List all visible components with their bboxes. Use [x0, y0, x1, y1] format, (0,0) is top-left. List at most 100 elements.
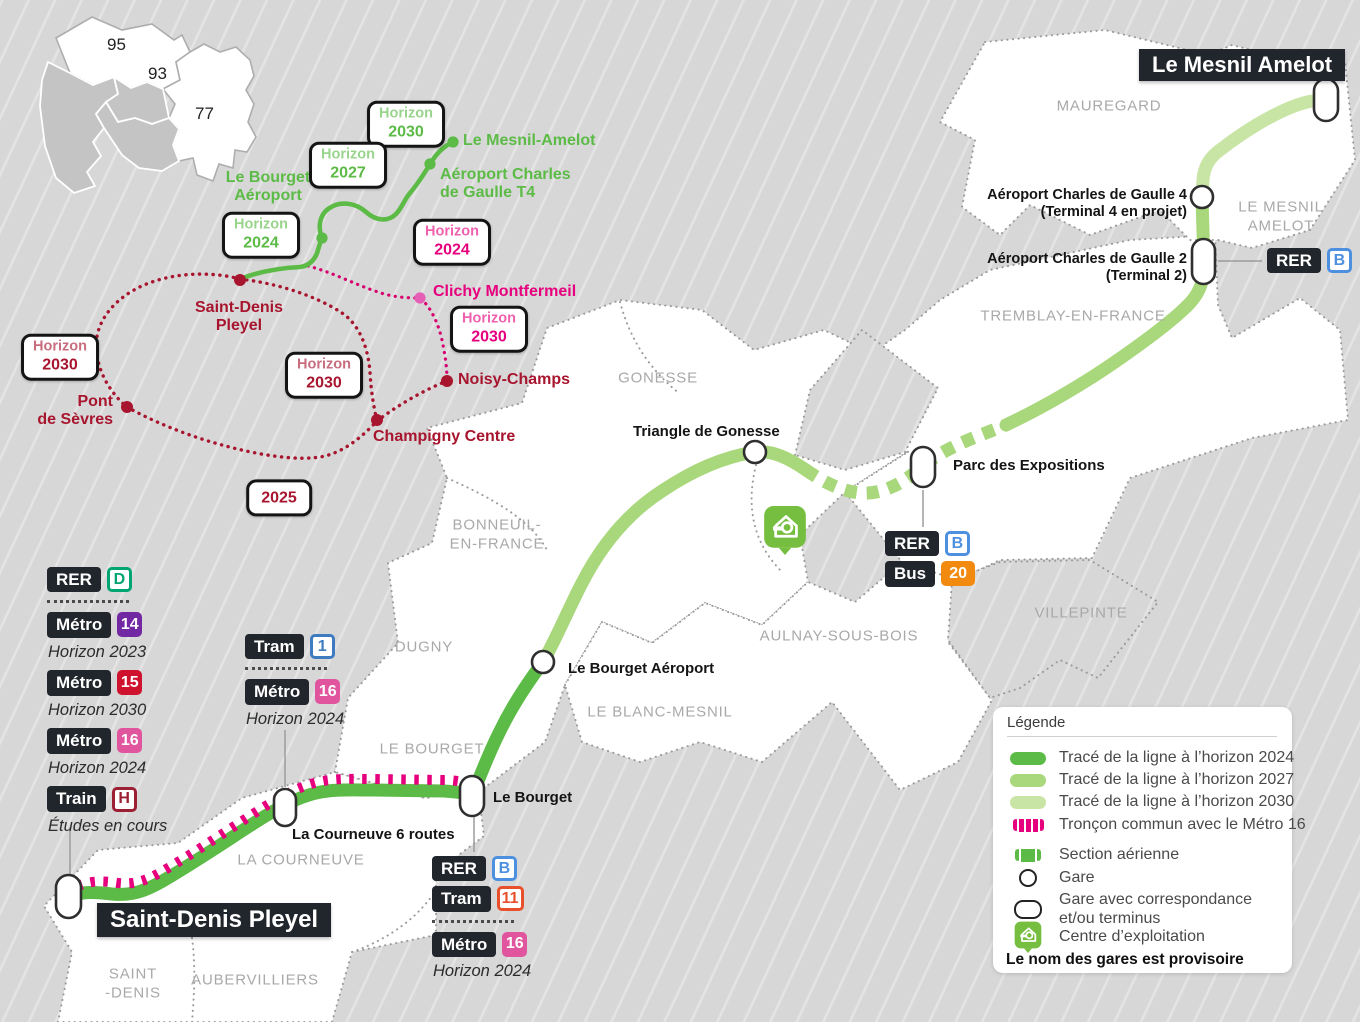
horizon-box-pink-2030: Horizon 2030: [450, 305, 528, 353]
inset-label-pont-sevres: Pont de Sèvres: [37, 393, 113, 428]
dept-93-label: 93: [148, 64, 167, 83]
dept-77-label: 77: [195, 104, 214, 123]
area-label-gonesse: GONESSE: [618, 369, 698, 387]
line-segment-2030: [1195, 93, 1333, 206]
area-label-bonneuil: BONNEUIL- EN-FRANCE: [449, 516, 545, 552]
badge-separator: [245, 667, 327, 671]
station-marker-courneuve: [272, 787, 298, 828]
badge-metro-16: Métro 16: [432, 931, 528, 957]
badge-connectors: [69, 260, 1262, 874]
badge-line-t1: 1: [309, 634, 335, 660]
badge-note-horizon-2024: Horizon 2024: [48, 758, 147, 777]
station-marker-cdg2: [1190, 237, 1217, 286]
legend-item-gare: Gare: [1007, 869, 1095, 888]
badge-line-b: B: [491, 856, 517, 882]
centre-exploitation-icon: [1014, 921, 1042, 953]
gray-patches: [793, 328, 1160, 700]
badge-line-14: 14: [117, 612, 143, 638]
area-label-aubervilliers: AUBERVILLIERS: [191, 971, 319, 989]
inset-label-champigny: Champigny Centre: [373, 428, 516, 445]
line-segment-2024: [61, 655, 550, 904]
badge-line-20: 20: [941, 561, 976, 587]
line-2027-swatch-icon: [1010, 773, 1046, 787]
dept-77-shape: [161, 43, 257, 183]
badges-saint-denis-pleyel: RER D Métro 14 Horizon 2023 Métro 15 Hor…: [47, 567, 167, 844]
badge-line-15: 15: [117, 670, 143, 696]
inset-label-mesnil: Le Mesnil-Amelot: [463, 132, 596, 149]
legend-item-2024: Tracé de la ligne à l’horizon 2024: [1007, 749, 1294, 768]
badge-metro-15: Métro 15: [47, 670, 143, 696]
station-label-cdg4: Aéroport Charles de Gaulle 4 (Terminal 4…: [987, 187, 1187, 220]
inset-dot-noisy: [441, 375, 453, 387]
station-marker-bourget-aeroport: [530, 649, 556, 675]
legend-divider: [1007, 736, 1277, 737]
line-metro16-common-ticks: [76, 773, 465, 891]
area-label-la-courneuve: LA COURNEUVE: [237, 851, 365, 869]
section-aerienne-icon: [1015, 848, 1041, 862]
inset-dot-clichy: [414, 292, 426, 304]
legend-item-2027: Tracé de la ligne à l’horizon 2027: [1007, 771, 1294, 790]
station-label-bourget: Le Bourget: [493, 789, 573, 806]
badge-note-horizon-2030: Horizon 2030: [48, 700, 147, 719]
inset-label-saint-denis: Saint-Denis Pleyel: [194, 299, 284, 334]
inset-label-clichy: Clichy Montfermeil: [433, 283, 577, 300]
region-mauregard-mesnil: [938, 28, 1357, 250]
gare-icon: [1019, 869, 1037, 888]
badge-note-horizon-2024: Horizon 2024: [433, 961, 532, 980]
station-label-cdg2: Aéroport Charles de Gaulle 2 (Terminal 2…: [987, 251, 1187, 284]
badge-metro-16: Métro 16: [47, 728, 143, 754]
legend-footnote: Le nom des gares est provisoire: [1006, 951, 1244, 968]
badges-bourget: RER B Tram 11 Métro 16 Horizon 2024: [432, 856, 531, 990]
inset-line-17: [237, 139, 456, 282]
inset-dot-champigny: [371, 414, 383, 426]
badge-separator: [432, 919, 514, 923]
station-marker-bourget: [458, 774, 486, 818]
badge-tram-1: Tram 1: [245, 634, 335, 660]
badge-rer-label: RER: [47, 567, 101, 593]
station-marker-triangle-gonesse: [742, 439, 768, 465]
station-label-parc-expositions: Parc des Expositions: [953, 457, 1105, 474]
horizon-box-green-2024: Horizon 2024: [222, 211, 300, 259]
badge-rer-b: RER B: [885, 531, 970, 557]
inset-departments: [39, 16, 257, 195]
inset-station-dots: [121, 136, 459, 426]
badge-metro-16: Métro 16: [245, 679, 341, 705]
inset-dot-bourget-aeroport: [316, 232, 328, 244]
legend-item-centre: Centre d’exploitation: [1007, 921, 1205, 953]
station-label-courneuve: La Courneuve 6 routes: [292, 826, 455, 843]
badge-note-horizon-2024: Horizon 2024: [246, 709, 345, 728]
station-marker-saint-denis-pleyel: [54, 873, 83, 920]
inset-label-noisy: Noisy-Champs: [458, 371, 571, 388]
horizon-box-red-2030-left: Horizon 2030: [21, 333, 99, 381]
inset-dot-saint-denis: [234, 274, 246, 286]
area-label-saint-denis: SAINT -DENIS: [105, 965, 161, 1001]
inset-label-cdg-t4: Aéroport Charles de Gaulle T4: [440, 166, 571, 201]
horizon-box-2025: 2025: [246, 479, 312, 517]
inset-label-bourget-aeroport: Le Bourget Aéroport: [225, 169, 311, 204]
horizon-box-red-2030-mid: Horizon 2030: [285, 351, 363, 399]
area-label-villepinte: VILLEPINTE: [1034, 604, 1128, 622]
inset-line-15: [94, 272, 449, 460]
legend-item-2030: Tracé de la ligne à l’horizon 2030: [1007, 793, 1294, 812]
horizon-box-green-2027: Horizon 2027: [309, 141, 387, 189]
station-marker-cdg4: [1189, 184, 1215, 210]
region-aulnay: [563, 560, 994, 792]
area-label-le-bourget: LE BOURGET: [379, 740, 485, 758]
badge-separator: [47, 600, 129, 604]
area-label-mesnil: LE MESNIL AMELOT: [1238, 198, 1324, 234]
badge-metro-14: Métro 14: [47, 612, 143, 638]
inset-dot-mesnil: [447, 136, 459, 148]
terminus-title-saint-denis-pleyel: Saint-Denis Pleyel: [97, 903, 332, 937]
line-2030-swatch-icon: [1010, 795, 1046, 809]
patch-villepinte: [946, 558, 1160, 700]
badge-tram-11: Tram 11: [432, 886, 524, 912]
commune-boundaries: [191, 301, 783, 1022]
badge-line-h: H: [111, 786, 137, 812]
badges-parc-expositions: RER B Bus 20: [885, 531, 976, 592]
legend-item-aerienne: Section aérienne: [1007, 846, 1179, 865]
badge-note-etudes: Études en cours: [48, 816, 168, 835]
badge-line-d: D: [106, 567, 132, 593]
area-label-mauregard: MAUREGARD: [1056, 97, 1162, 115]
